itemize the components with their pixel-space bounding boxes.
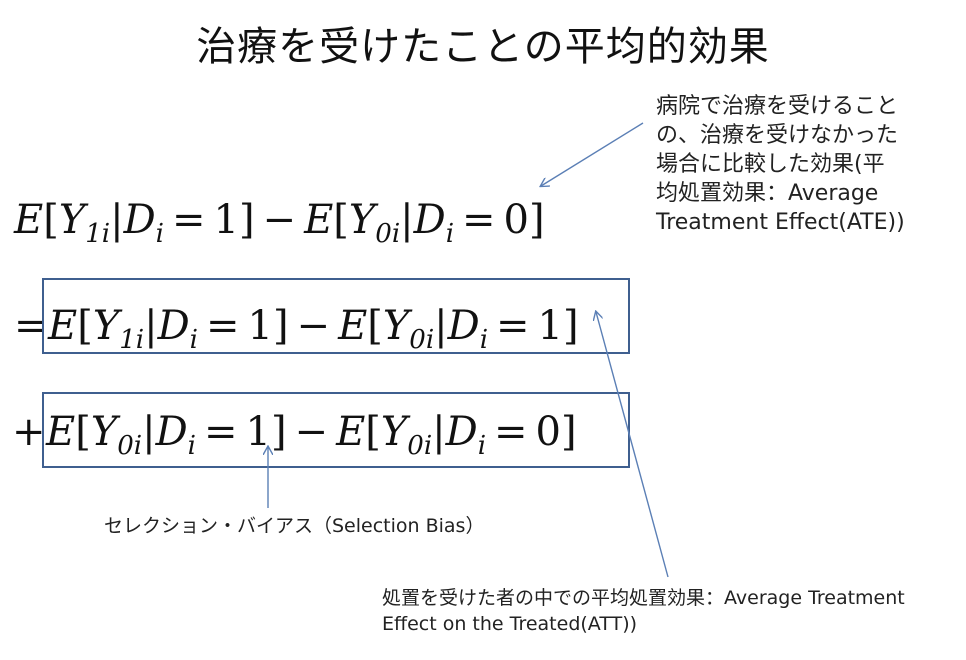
math-symbol: |	[432, 409, 446, 455]
math-symbol: D	[445, 409, 478, 455]
math-symbol: D	[413, 197, 446, 243]
math-symbol: [	[333, 197, 349, 243]
math-operator: =	[205, 303, 240, 349]
math-symbol: [	[365, 409, 381, 455]
math-subscript: i	[479, 325, 489, 355]
math-operator: =	[494, 409, 528, 455]
ate-arrow	[541, 122, 644, 186]
math-symbol: [	[75, 409, 91, 455]
math-symbol: Y	[382, 303, 410, 349]
math-value: 1	[247, 303, 273, 349]
math-subscript: 0i	[117, 431, 143, 461]
math-symbol: Y	[90, 409, 118, 455]
math-subscript: i	[187, 431, 196, 461]
math-subscript: 0i	[407, 431, 433, 461]
selection-bias-highlight-box	[42, 392, 630, 468]
math-operator: −	[262, 197, 297, 243]
math-symbol: ]	[238, 197, 255, 243]
math-value: 1	[537, 303, 563, 349]
math-symbol: |	[142, 409, 156, 455]
math-symbol: [	[367, 303, 383, 349]
math-symbol: E	[48, 303, 78, 349]
equation-ate: E[Y1i|Di=1]−E[Y0i|Di=0]	[14, 197, 545, 247]
math-symbol: ]	[270, 409, 287, 455]
selection-bias-annotation: セレクション・バイアス（Selection Bias）	[104, 515, 485, 537]
math-symbol: |	[110, 197, 124, 243]
math-symbol: Y	[380, 409, 408, 455]
math-subscript: i	[189, 325, 198, 355]
math-symbol: D	[157, 303, 190, 349]
math-symbol: [	[77, 303, 93, 349]
math-subscript: 0i	[375, 219, 401, 249]
math-subscript: i	[477, 431, 487, 461]
math-symbol: ]	[529, 197, 545, 243]
equation-att: =E[Y1i|Di=1]−E[Y0i|Di=1]	[14, 303, 579, 353]
math-symbol: D	[155, 409, 188, 455]
att-highlight-box	[42, 278, 630, 354]
math-value: 0	[503, 197, 529, 243]
math-subscript: i	[445, 219, 455, 249]
math-subscript: 1i	[85, 219, 111, 249]
math-subscript: 1i	[119, 325, 145, 355]
att-annotation: 処置を受けた者の中での平均処置効果：Average Treatment Effe…	[382, 587, 905, 635]
math-symbol: D	[447, 303, 480, 349]
math-symbol: Y	[92, 303, 120, 349]
math-symbol: E	[336, 409, 366, 455]
math-symbol: ]	[563, 303, 579, 349]
math-symbol: E	[304, 197, 334, 243]
math-sign: +	[12, 409, 46, 455]
math-operator: =	[171, 197, 206, 243]
math-symbol: Y	[348, 197, 376, 243]
math-symbol: E	[338, 303, 368, 349]
math-operator: −	[296, 303, 331, 349]
math-symbol: D	[123, 197, 156, 243]
math-operator: =	[462, 197, 496, 243]
math-sign: =	[14, 303, 48, 349]
math-subscript: 0i	[409, 325, 435, 355]
math-symbol: E	[14, 197, 44, 243]
math-symbol: [	[43, 197, 59, 243]
math-value: 0	[535, 409, 561, 455]
math-symbol: ]	[272, 303, 289, 349]
equation-selection-bias: +E[Y0i|Di=1]−E[Y0i|Di=0]	[12, 409, 577, 459]
slide-title: 治療を受けたことの平均的効果	[196, 24, 770, 70]
math-operator: =	[496, 303, 530, 349]
ate-annotation: 病院で治療を受けること の、治療を受けなかった 場合に比較した効果(平 均処置効…	[656, 94, 905, 235]
math-symbol: E	[46, 409, 76, 455]
math-symbol: ]	[561, 409, 577, 455]
math-subscript: i	[155, 219, 164, 249]
math-symbol: |	[400, 197, 414, 243]
math-value: 1	[213, 197, 239, 243]
math-symbol: |	[144, 303, 158, 349]
math-operator: −	[294, 409, 329, 455]
math-operator: =	[203, 409, 238, 455]
math-symbol: Y	[58, 197, 86, 243]
math-symbol: |	[434, 303, 448, 349]
